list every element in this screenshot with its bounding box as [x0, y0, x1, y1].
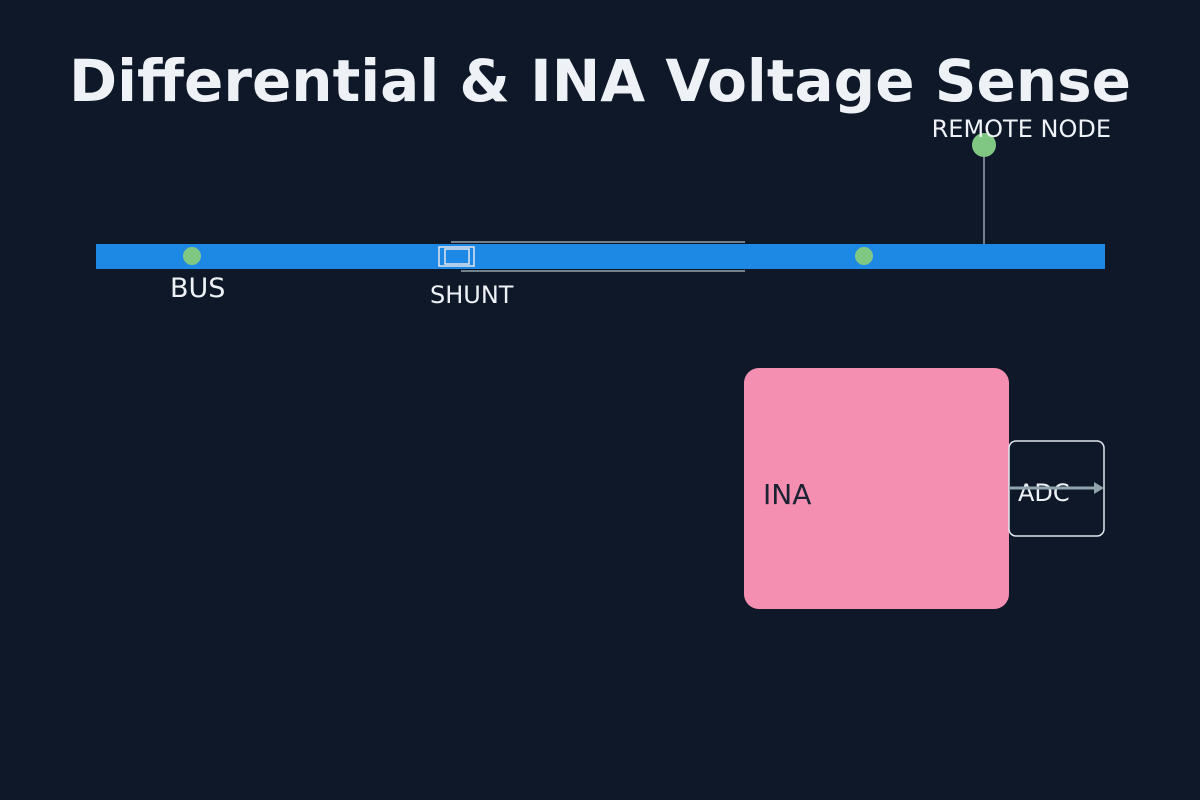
- shunt-outline: [438, 246, 475, 267]
- bus-label: BUS: [170, 273, 225, 304]
- ina-label: INA: [763, 478, 811, 511]
- output-arrow-icon: [1094, 482, 1104, 494]
- sense-node: [855, 247, 873, 265]
- shunt-resistor: [438, 246, 475, 267]
- shunt-element: [444, 248, 470, 265]
- remote-node: [972, 133, 996, 157]
- adc-label: ADC: [1018, 479, 1070, 507]
- ina-block: [744, 368, 1009, 609]
- bus-bar: [96, 244, 1105, 269]
- shunt-label: SHUNT: [430, 281, 514, 309]
- remote-node-label: REMOTE NODE: [932, 115, 1111, 143]
- bus-node: [183, 247, 201, 265]
- diagram-title: Differential & INA Voltage Sense: [69, 47, 1131, 115]
